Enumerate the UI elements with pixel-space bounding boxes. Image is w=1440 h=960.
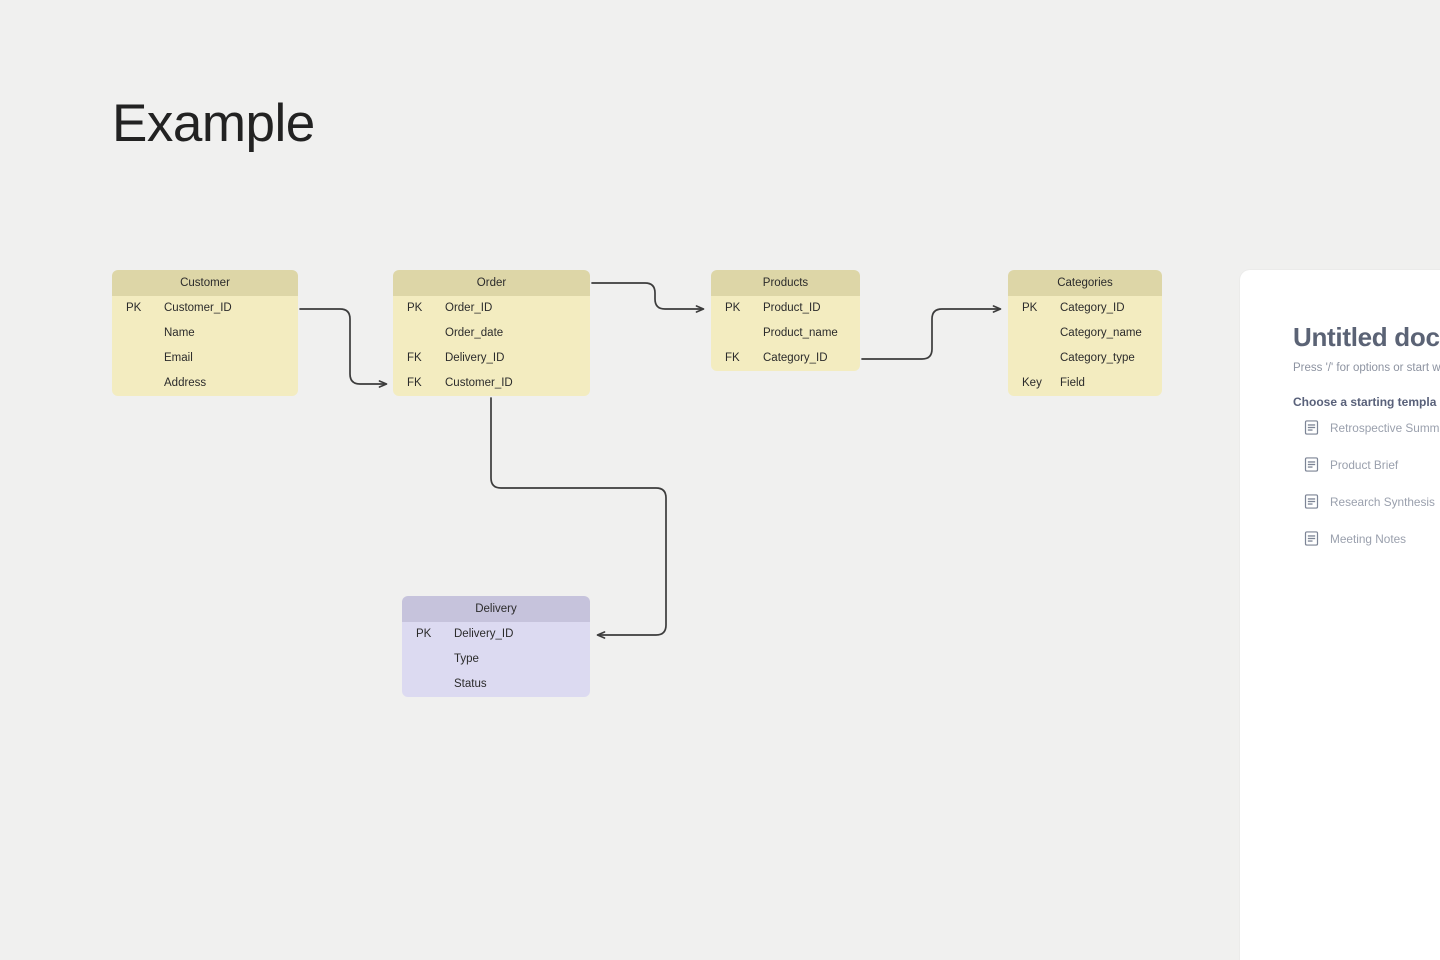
document-title[interactable]: Untitled doc: [1293, 322, 1440, 352]
entity-row[interactable]: Product_name: [711, 321, 860, 346]
row-key: PK: [416, 628, 432, 640]
entity-row[interactable]: FK Delivery_ID: [393, 346, 590, 371]
entity-header-products: Products: [711, 270, 860, 296]
document-icon: [1304, 457, 1319, 472]
connector-customer-to-order: [299, 308, 388, 388]
row-field: Delivery_ID: [454, 628, 514, 640]
row-field: Order_date: [445, 327, 504, 339]
row-field: Name: [164, 327, 195, 339]
document-panel-content: Untitled doc Press '/' for options or st…: [1240, 270, 1440, 557]
row-field: Customer_ID: [445, 377, 513, 389]
row-field: Address: [164, 377, 207, 389]
row-key: [393, 321, 445, 346]
template-label: Meeting Notes: [1330, 531, 1407, 546]
row-field: Order_ID: [445, 302, 493, 314]
row-field: Type: [454, 653, 479, 665]
document-icon: [1304, 494, 1319, 509]
entity-row[interactable]: FK Customer_ID: [393, 371, 590, 396]
entity-row[interactable]: FK Category_ID: [711, 346, 860, 371]
row-key: PK: [1022, 302, 1038, 314]
row-key: [711, 321, 763, 346]
entity-row[interactable]: PK Order_ID: [393, 296, 590, 321]
row-key: Key: [1022, 377, 1042, 389]
entity-row[interactable]: Email: [112, 346, 298, 371]
row-key: [402, 647, 454, 672]
page-title: Example: [112, 94, 315, 153]
entity-row[interactable]: Key Field: [1008, 371, 1162, 396]
row-key: [1008, 346, 1060, 371]
document-icon: [1304, 420, 1319, 435]
connector-products-to-categories: [861, 305, 1002, 360]
row-field: Email: [164, 352, 193, 364]
row-key: [112, 346, 164, 371]
entity-row[interactable]: Category_type: [1008, 346, 1162, 371]
row-key: FK: [407, 352, 422, 364]
row-key: PK: [126, 302, 142, 314]
entity-header-order: Order: [393, 270, 590, 296]
entity-row[interactable]: PK Category_ID: [1008, 296, 1162, 321]
row-field: Category_ID: [1060, 302, 1125, 314]
row-field: Category_ID: [763, 352, 828, 364]
document-icon: [1304, 531, 1319, 546]
template-item[interactable]: Meeting Notes: [1293, 520, 1440, 557]
document-placeholder-hint: Press '/' for options or start w: [1293, 362, 1440, 374]
entity-row[interactable]: PK Customer_ID: [112, 296, 298, 321]
connector-order-to-products: [591, 282, 705, 313]
template-item[interactable]: Research Synthesis: [1293, 483, 1440, 520]
row-field: Delivery_ID: [445, 352, 505, 364]
entity-header-delivery: Delivery: [402, 596, 590, 622]
template-label: Retrospective Summar: [1330, 420, 1440, 435]
row-key: FK: [407, 377, 422, 389]
row-key: [112, 321, 164, 346]
row-field: Customer_ID: [164, 302, 232, 314]
row-field: Product_ID: [763, 302, 821, 314]
entity-row[interactable]: Name: [112, 321, 298, 346]
template-item[interactable]: Product Brief: [1293, 446, 1440, 483]
template-item[interactable]: Retrospective Summar: [1293, 409, 1440, 446]
entity-row[interactable]: PK Product_ID: [711, 296, 860, 321]
row-field: Field: [1060, 377, 1085, 389]
entity-header-categories: Categories: [1008, 270, 1162, 296]
row-field: Product_name: [763, 327, 838, 339]
entity-row[interactable]: Status: [402, 672, 590, 697]
entity-row[interactable]: Category_name: [1008, 321, 1162, 346]
document-panel[interactable]: Untitled doc Press '/' for options or st…: [1240, 270, 1440, 960]
row-key: [1008, 321, 1060, 346]
template-label: Research Synthesis: [1330, 494, 1435, 509]
row-key: FK: [725, 352, 740, 364]
row-key: PK: [725, 302, 741, 314]
row-key: PK: [407, 302, 423, 314]
templates-heading: Choose a starting templa: [1293, 395, 1437, 409]
entity-row[interactable]: Type: [402, 647, 590, 672]
entity-row[interactable]: Address: [112, 371, 298, 396]
row-field: Status: [454, 678, 487, 690]
template-label: Product Brief: [1330, 457, 1399, 472]
entity-row[interactable]: PK Delivery_ID: [402, 622, 590, 647]
row-field: Category_name: [1060, 327, 1142, 339]
row-key: [402, 672, 454, 697]
row-key: [112, 371, 164, 396]
entity-header-customer: Customer: [112, 270, 298, 296]
row-field: Category_type: [1060, 352, 1135, 364]
entity-row[interactable]: Order_date: [393, 321, 590, 346]
